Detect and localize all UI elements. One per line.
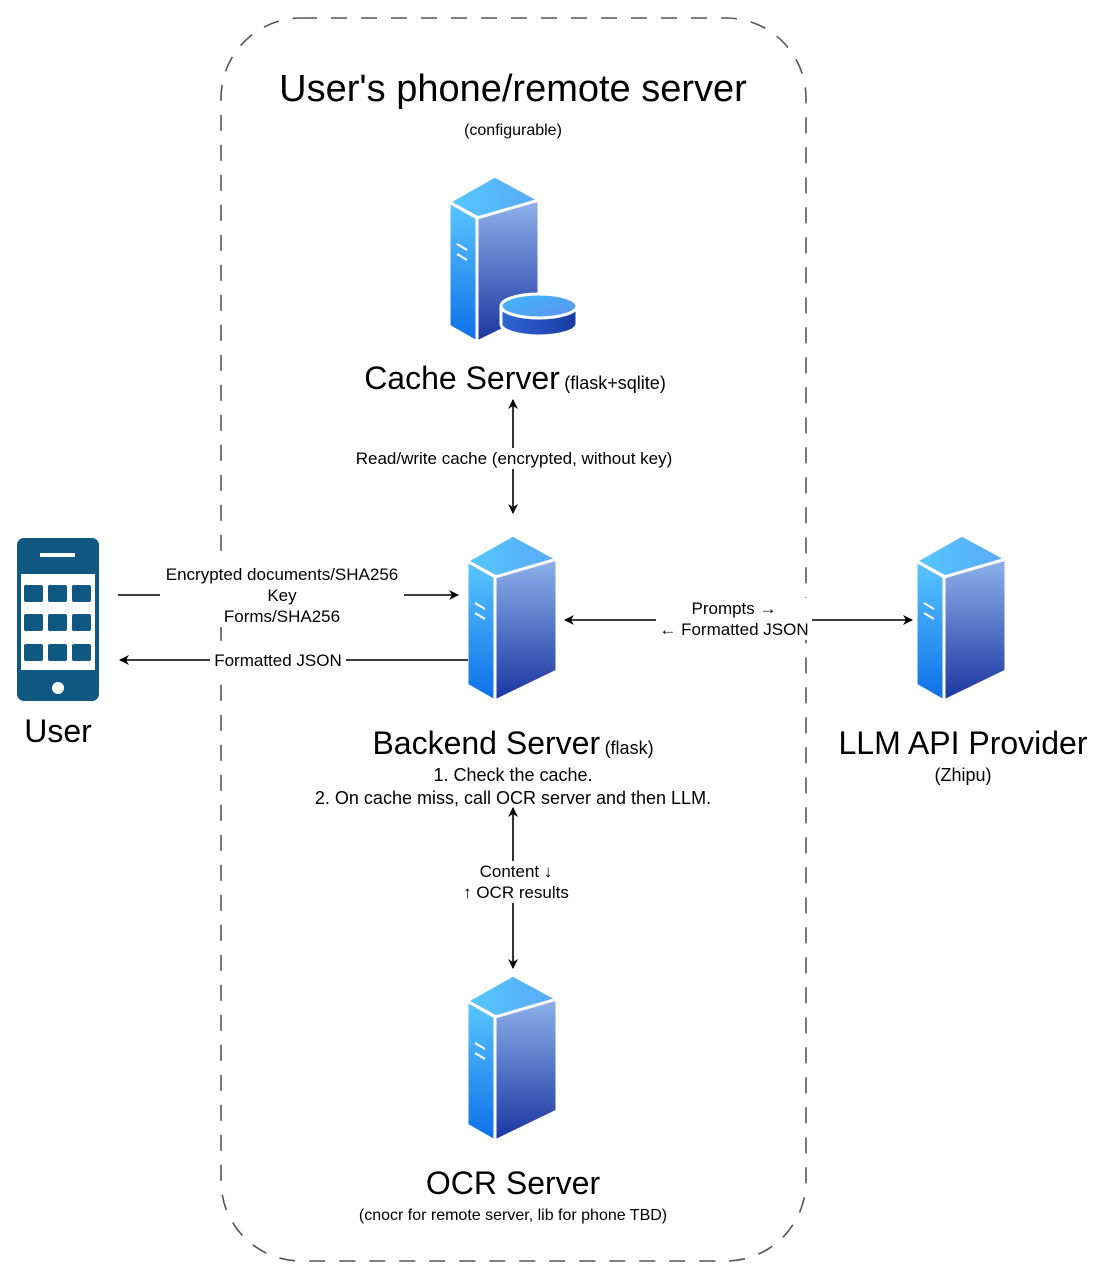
- backend-step-1: 1. Check the cache.: [433, 765, 593, 785]
- edge-line-key: Key: [267, 586, 297, 605]
- smartphone-icon: [17, 538, 99, 701]
- edge-line-content: Content ↓: [479, 862, 553, 881]
- backend-server-icon: [465, 533, 559, 703]
- edge-label-backend-llm: Prompts → ← Formatted JSON: [656, 598, 812, 640]
- cache-server-name: Cache Server: [364, 360, 560, 396]
- ocr-server-icon: [465, 973, 559, 1143]
- cache-server-label: Cache Server (flask+sqlite): [300, 360, 730, 397]
- database-icon: [499, 292, 579, 338]
- edge-line-prompts: Prompts →: [691, 599, 777, 618]
- edge-line-ocr-results: ↑ OCR results: [463, 883, 569, 902]
- edge-label-backend-to-user: Formatted JSON: [210, 650, 346, 671]
- ocr-server-detail: (cnocr for remote server, lib for phone …: [358, 1207, 668, 1224]
- edge-label-backend-ocr: Content ↓ ↑ OCR results: [455, 861, 577, 903]
- backend-server-detail: (flask): [604, 738, 654, 758]
- llm-server-icon: [914, 533, 1008, 703]
- edge-label-cache-backend: Read/write cache (encrypted, without key…: [336, 448, 692, 469]
- backend-server-name: Backend Server: [372, 725, 601, 761]
- llm-provider-name: LLM API Provider: [838, 725, 1088, 761]
- edge-line-formatted-json: ← Formatted JSON: [659, 620, 809, 639]
- user-label: User: [24, 713, 92, 749]
- edge-line-forms: Forms/SHA256: [223, 607, 341, 626]
- edge-label-user-to-backend: Encrypted documents/SHA256 Key Forms/SHA…: [160, 564, 404, 627]
- ocr-server-name: OCR Server: [425, 1165, 601, 1201]
- container-subtitle: (configurable): [464, 122, 562, 139]
- backend-steps: 1. Check the cache. 2. On cache miss, ca…: [280, 764, 746, 810]
- edge-line-documents: Encrypted documents/SHA256: [165, 565, 399, 584]
- cache-server-detail: (flask+sqlite): [564, 373, 666, 393]
- container-title: User's phone/remote server: [279, 68, 747, 110]
- backend-step-2: 2. On cache miss, call OCR server and th…: [314, 788, 712, 808]
- backend-server-label: Backend Server (flask): [300, 725, 726, 762]
- llm-provider-detail: (Zhipu): [934, 765, 992, 785]
